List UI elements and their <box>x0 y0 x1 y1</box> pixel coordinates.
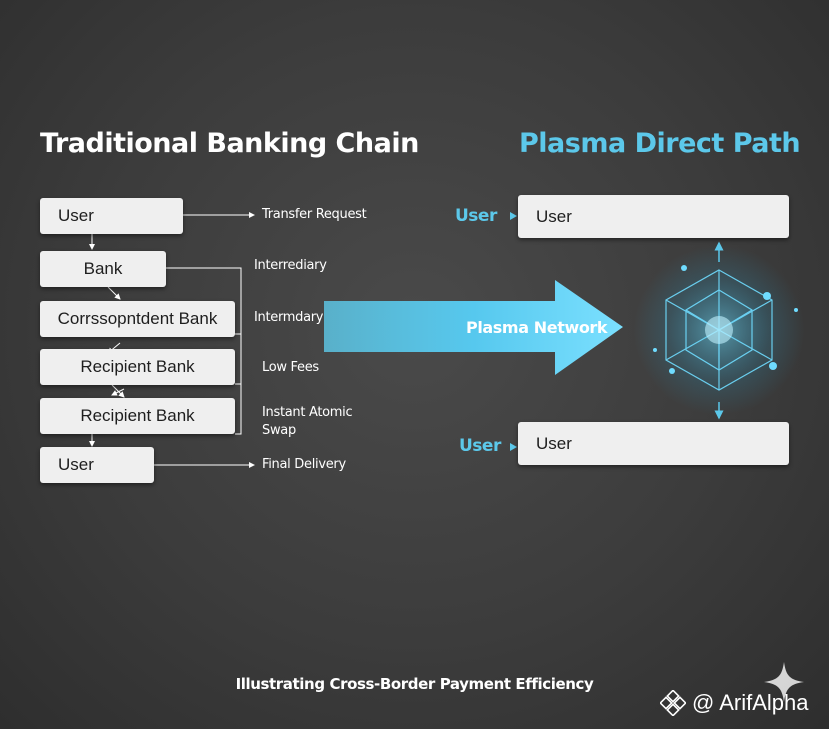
note-transfer-request: Transfer Request <box>262 207 367 222</box>
plasma-user-tag-bottom: User <box>459 436 501 456</box>
note-low-fees: Low Fees <box>262 360 319 375</box>
chain-box-user-origin: User <box>40 198 183 234</box>
plasma-network-cube-icon <box>634 245 804 415</box>
plasma-box-user-top: User <box>518 195 789 238</box>
diagram-caption: Illustrating Cross-Border Payment Effici… <box>235 675 594 693</box>
chain-box-recipient-bank-1: Recipient Bank <box>40 349 235 385</box>
note-intermediary-2: Intermdary <box>254 310 324 325</box>
plasma-user-tag-top: User <box>455 206 497 226</box>
watermark-handle: @ ArifAlpha <box>692 690 809 715</box>
note-swap: Swap <box>262 423 296 438</box>
chain-box-bank: Bank <box>40 251 166 287</box>
watermark: @ ArifAlpha <box>660 690 809 716</box>
chain-box-recipient-bank-2: Recipient Bank <box>40 398 235 434</box>
chain-flow-arrows <box>89 212 255 468</box>
chain-box-correspondent-bank: Corrssopntdent Bank <box>40 301 235 337</box>
sparkle-icon <box>764 662 804 702</box>
plasma-path-title: Plasma Direct Path <box>519 128 801 159</box>
note-intermediary-1: Interrediary <box>254 258 327 273</box>
plasma-network-arrow <box>324 280 623 375</box>
plasma-network-label: Plasma Network <box>466 318 608 337</box>
note-final-delivery: Final Delivery <box>262 457 346 472</box>
binance-logo-icon <box>660 690 686 716</box>
chain-box-user-destination: User <box>40 447 154 483</box>
traditional-chain-title: Traditional Banking Chain <box>40 128 419 159</box>
note-instant-atomic: Instant Atomic <box>262 405 353 420</box>
plasma-box-user-bottom: User <box>518 422 789 465</box>
